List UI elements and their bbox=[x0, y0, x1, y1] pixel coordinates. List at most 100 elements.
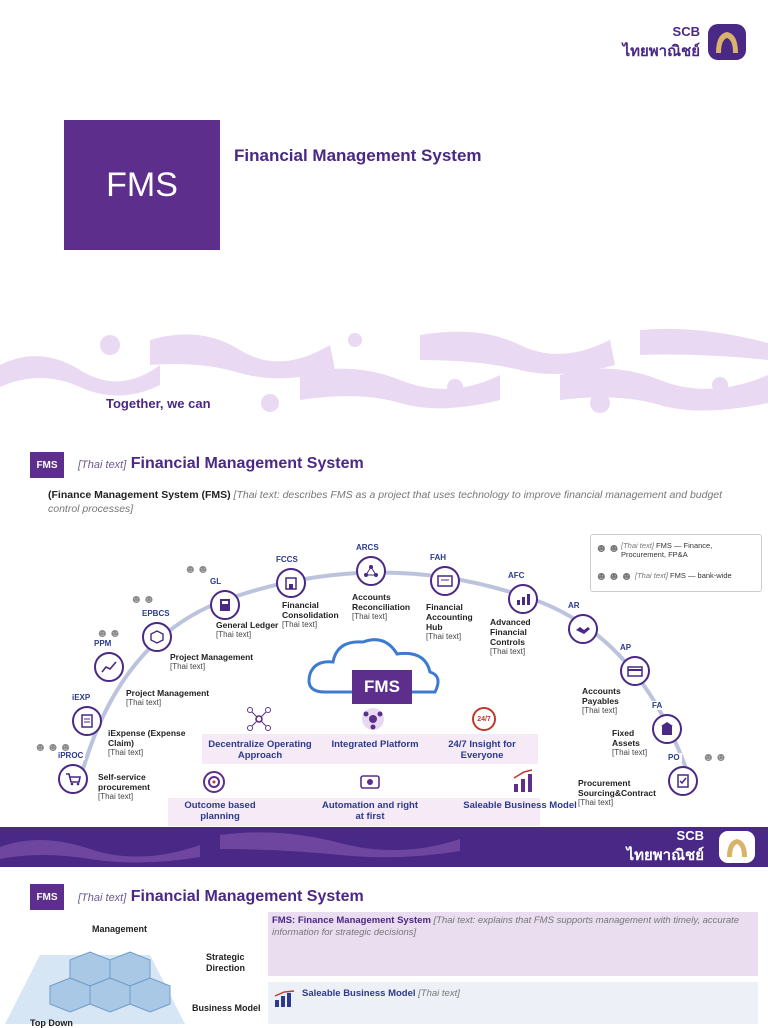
saleable-box bbox=[268, 982, 758, 1024]
description-box bbox=[268, 912, 758, 976]
people-icon: ☻☻ bbox=[130, 592, 156, 606]
target-icon bbox=[203, 771, 225, 793]
slide2-title-lang-note: [Thai text] bbox=[78, 459, 127, 471]
logo-th: ไทยพาณิชย์ bbox=[622, 43, 700, 60]
node-iproc-text: Self-service procurement [Thai text] bbox=[98, 772, 150, 801]
receipt-icon bbox=[81, 714, 93, 728]
node-po: PO bbox=[666, 753, 698, 796]
hierarchy-diagram bbox=[5, 951, 185, 1024]
node-fa-text: Fixed Assets [Thai text] bbox=[612, 728, 648, 757]
benefits-band-2 bbox=[168, 798, 540, 826]
scb-logo-text: SCB ไทยพาณิชย์ bbox=[580, 24, 700, 63]
legend-box: ☻☻ [Thai text] FMS — Finance, Procuremen… bbox=[590, 534, 762, 592]
benefit-outcome: Outcome based planning bbox=[184, 800, 256, 822]
intro-lang-note: [Thai text: describes FMS as a project t… bbox=[48, 489, 723, 515]
people-icon: ☻☻ bbox=[702, 750, 728, 764]
people-icon: ☻☻ bbox=[184, 562, 210, 576]
benefits-band-1 bbox=[202, 734, 538, 764]
node-fah-text: Financial Accounting Hub [Thai text] bbox=[426, 602, 473, 641]
node-po-text: Procurement Sourcing&Contract [Thai text… bbox=[578, 778, 656, 807]
pyramid-label-strategic: Strategic Direction bbox=[206, 952, 246, 973]
slide2-title-text: Financial Management System bbox=[130, 455, 364, 472]
scb-logo-icon bbox=[708, 24, 746, 60]
node-iproc: iPROC bbox=[56, 751, 88, 794]
pyramid-label-top-down: Top Down bbox=[30, 1018, 73, 1028]
fms-tile: FMS bbox=[64, 120, 220, 250]
description-lang-note: [Thai text: explains that FMS supports m… bbox=[272, 915, 740, 938]
node-ar: AR bbox=[566, 601, 598, 644]
cover-title: Financial Management System bbox=[234, 146, 482, 165]
saleable-lang-note: [Thai text] bbox=[418, 988, 460, 999]
saleable-text: Saleable Business Model [Thai text] bbox=[302, 988, 752, 1000]
growth-chart-icon bbox=[513, 769, 533, 792]
logo-en: SCB bbox=[672, 24, 700, 39]
legend-item-2: [Thai text] FMS — bank-wide bbox=[635, 571, 732, 580]
payment-card-icon bbox=[627, 666, 643, 677]
integrated-platform-icon bbox=[362, 708, 384, 730]
cloud-icon bbox=[307, 638, 440, 694]
decorative-pattern bbox=[0, 325, 768, 420]
control-chart-icon bbox=[517, 594, 530, 605]
cart-icon bbox=[66, 773, 81, 786]
description-head: FMS: Finance Management System bbox=[272, 915, 431, 926]
bar-chart-icon bbox=[274, 990, 295, 1007]
node-arcs: ARCS bbox=[354, 543, 386, 586]
node-fah: FAH bbox=[428, 553, 460, 596]
slide3-title: [Thai text] Financial Management System bbox=[78, 888, 364, 906]
fms-badge-2: FMS bbox=[30, 884, 64, 910]
node-fccs: FCCS bbox=[274, 555, 306, 598]
scb-logo-text-small: SCB ไทยพาณิชย์ bbox=[626, 828, 704, 864]
clock-24-7-icon: 24/7 bbox=[472, 707, 496, 731]
hub-icon bbox=[437, 575, 453, 587]
node-iexp: iEXP bbox=[70, 693, 102, 736]
node-afc: AFC bbox=[506, 571, 538, 614]
center-fms-box: FMS bbox=[352, 670, 412, 704]
description-text: FMS: Finance Management System [Thai tex… bbox=[272, 915, 754, 939]
pyramid-label-management: Management bbox=[92, 924, 148, 934]
node-ppm: PPM bbox=[92, 639, 124, 682]
asset-building-icon bbox=[661, 722, 673, 735]
node-ap-text: Accounts Payables [Thai text] bbox=[582, 686, 621, 715]
people-icon: ☻☻ bbox=[96, 626, 122, 640]
handshake-icon bbox=[576, 627, 590, 634]
benefit-integrated: Integrated Platform bbox=[331, 739, 419, 750]
building-icon bbox=[285, 577, 297, 590]
slide3-title-text: Financial Management System bbox=[130, 888, 364, 905]
benefit-automation: Automation and right at first bbox=[321, 800, 419, 822]
node-epbcs: EPBCS bbox=[140, 609, 172, 652]
node-ap: AP bbox=[618, 643, 650, 686]
purchase-order-icon bbox=[677, 774, 689, 788]
node-afc-text: Advanced Financial Controls [Thai text] bbox=[490, 617, 531, 656]
node-fccs-text: Financial Consolidation [Thai text] bbox=[282, 600, 339, 629]
node-fa: FA bbox=[650, 701, 682, 744]
node-arcs-text: Accounts Reconciliation [Thai text] bbox=[352, 592, 411, 621]
pyramid-label-business-model: Business Model bbox=[192, 1003, 261, 1013]
tagline: Together, we can bbox=[106, 396, 211, 411]
divider-pattern bbox=[0, 832, 460, 863]
benefit-saleable: Saleable Business Model bbox=[463, 800, 577, 811]
slide2-title: [Thai text] Financial Management System bbox=[78, 455, 364, 473]
saleable-head: Saleable Business Model bbox=[302, 988, 416, 999]
slide3-title-lang-note: [Thai text] bbox=[78, 892, 127, 904]
benefit-insight: 24/7 Insight for Everyone bbox=[448, 739, 516, 761]
intro-start: (Finance Management System (FMS) bbox=[48, 489, 231, 501]
people-group-icon: ☻☻ bbox=[595, 541, 621, 555]
ledger-icon bbox=[220, 599, 230, 611]
legend-item-1: [Thai text] FMS — Finance, Procurement, … bbox=[621, 541, 713, 559]
benefit-decentralize: Decentralize Operating Approach bbox=[208, 739, 312, 761]
node-epbcs-text: Project Management [Thai text] bbox=[170, 652, 254, 671]
decentralize-icon bbox=[247, 707, 271, 731]
cube-icon bbox=[150, 630, 164, 644]
chart-icon bbox=[101, 661, 117, 673]
scb-logo-icon-small bbox=[719, 831, 755, 863]
automation-icon bbox=[360, 775, 380, 789]
node-iexp-text: iExpense (Expense Claim) [Thai text] bbox=[108, 728, 186, 757]
network-icon bbox=[364, 565, 378, 577]
node-gl-text: General Ledger [Thai text] bbox=[216, 620, 279, 639]
people-icon: ☻☻☻ bbox=[34, 740, 72, 754]
node-gl: GL bbox=[208, 577, 240, 620]
node-ppm-text: Project Management [Thai text] bbox=[126, 688, 210, 707]
slide2-intro: (Finance Management System (FMS) [Thai t… bbox=[48, 488, 748, 516]
people-crowd-icon: ☻☻☻ bbox=[595, 569, 633, 583]
fms-badge: FMS bbox=[30, 452, 64, 478]
